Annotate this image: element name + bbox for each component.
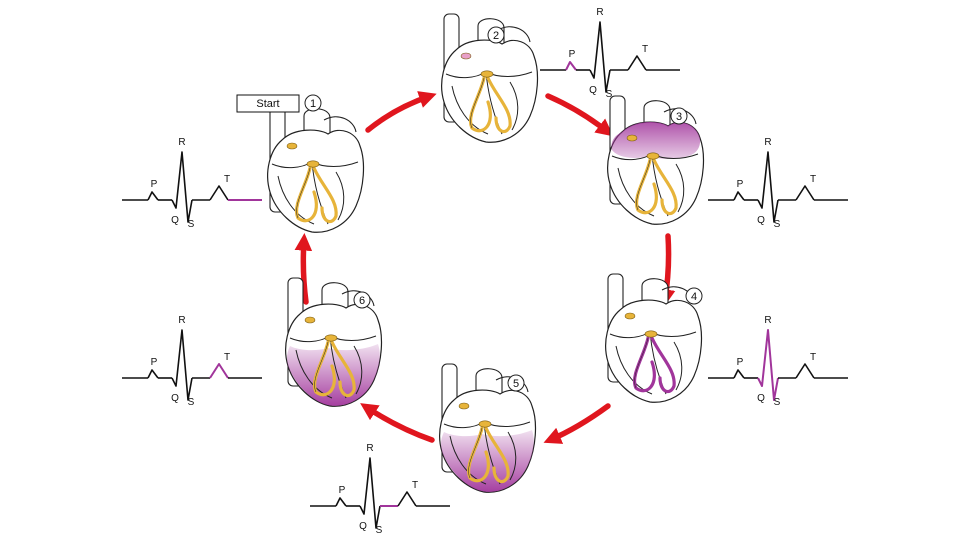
ecg-1-label-s: S: [188, 219, 195, 230]
start-box: Start: [237, 95, 299, 112]
ecg-3-segment-p: [734, 192, 744, 200]
ecg-6-label-t: T: [224, 352, 230, 363]
ecg-2-segment-qrs: [590, 22, 610, 92]
sa-node: [287, 143, 297, 149]
av-node: [307, 161, 319, 167]
ecg-3-label-s: S: [774, 219, 781, 230]
stage-number-2: 2: [493, 30, 499, 42]
ecg-4-label-p: P: [737, 357, 744, 368]
arrow-6-to-1: [303, 240, 306, 302]
ecg-5-label-s: S: [376, 525, 383, 536]
av-node: [481, 71, 493, 77]
ecg-3-label-r: R: [764, 137, 771, 148]
ecg-6-label-p: P: [151, 357, 158, 368]
ecg-1-label-p: P: [151, 179, 158, 190]
ecg-3-segment-qrs: [758, 152, 778, 222]
ecg-4-label-q: Q: [757, 393, 765, 404]
av-node: [647, 153, 659, 159]
ecg-2-segment-t: [628, 56, 646, 70]
ecg-5-label-r: R: [366, 443, 373, 454]
av-node: [325, 335, 337, 341]
ecg-6-label-r: R: [178, 315, 185, 326]
ecg-5-label-q: Q: [359, 521, 367, 532]
sa-node: [461, 53, 471, 59]
ecg-2-label-s: S: [606, 89, 613, 100]
ecg-1-label-r: R: [178, 137, 185, 148]
sa-node: [459, 403, 469, 409]
ecg-2-segment-p: [566, 62, 576, 70]
ecg-3-label-q: Q: [757, 215, 765, 226]
ecg-4-segment-p: [734, 370, 744, 378]
av-node: [645, 331, 657, 337]
ecg-3-label-p: P: [737, 179, 744, 190]
ecg-6-label-q: Q: [171, 393, 179, 404]
ecg-4-label-r: R: [764, 315, 771, 326]
heart-3: [608, 96, 704, 224]
stage-number-4: 4: [691, 291, 697, 303]
sa-node: [625, 313, 635, 319]
heart-1: [268, 104, 364, 232]
ecg-5-segment-qrs: [360, 458, 380, 528]
sa-node: [305, 317, 315, 323]
hearts: [268, 14, 704, 492]
stage-number-5: 5: [513, 378, 519, 390]
arrow-2-to-3: [548, 96, 608, 132]
ecg-1-segment-p: [148, 192, 158, 200]
ecg-1-label-t: T: [224, 174, 230, 185]
ecg-5-label-t: T: [412, 480, 418, 491]
ecg-5-label-p: P: [339, 485, 346, 496]
ecg-3-label-t: T: [810, 174, 816, 185]
ecg-4-label-s: S: [774, 397, 781, 408]
av-node: [479, 421, 491, 427]
ecg-4-segment-t: [796, 364, 814, 378]
ecg-4-label-t: T: [810, 352, 816, 363]
ecg-6-segment-p: [148, 370, 158, 378]
start-label: Start: [256, 98, 279, 110]
ecg-1-label-q: Q: [171, 215, 179, 226]
ecg-3-segment-t: [796, 186, 814, 200]
ecg-5-segment-p: [336, 498, 346, 506]
arrow-4-to-5: [550, 406, 608, 440]
ecg-6-label-s: S: [188, 397, 195, 408]
stage-number-3: 3: [676, 111, 682, 123]
ecg-6-segment-qrs: [172, 330, 192, 400]
ecg-2-label-t: T: [642, 44, 648, 55]
ecg-1-segment-qrs: [172, 152, 192, 222]
ecg-2-label-p: P: [569, 49, 576, 60]
stage-number-6: 6: [359, 295, 365, 307]
ecg-5-segment-t: [398, 492, 416, 506]
arrow-5-to-6: [366, 407, 432, 440]
ecg-4-segment-qrs: [758, 330, 778, 400]
sa-node: [627, 135, 637, 141]
ecg-2-label-q: Q: [589, 85, 597, 96]
stage-number-1: 1: [310, 98, 316, 110]
arrow-1-to-2: [368, 96, 430, 130]
ecg-1-segment-t: [210, 186, 228, 200]
ecg-2-label-r: R: [596, 7, 603, 18]
ecg-6-segment-t: [210, 364, 228, 378]
